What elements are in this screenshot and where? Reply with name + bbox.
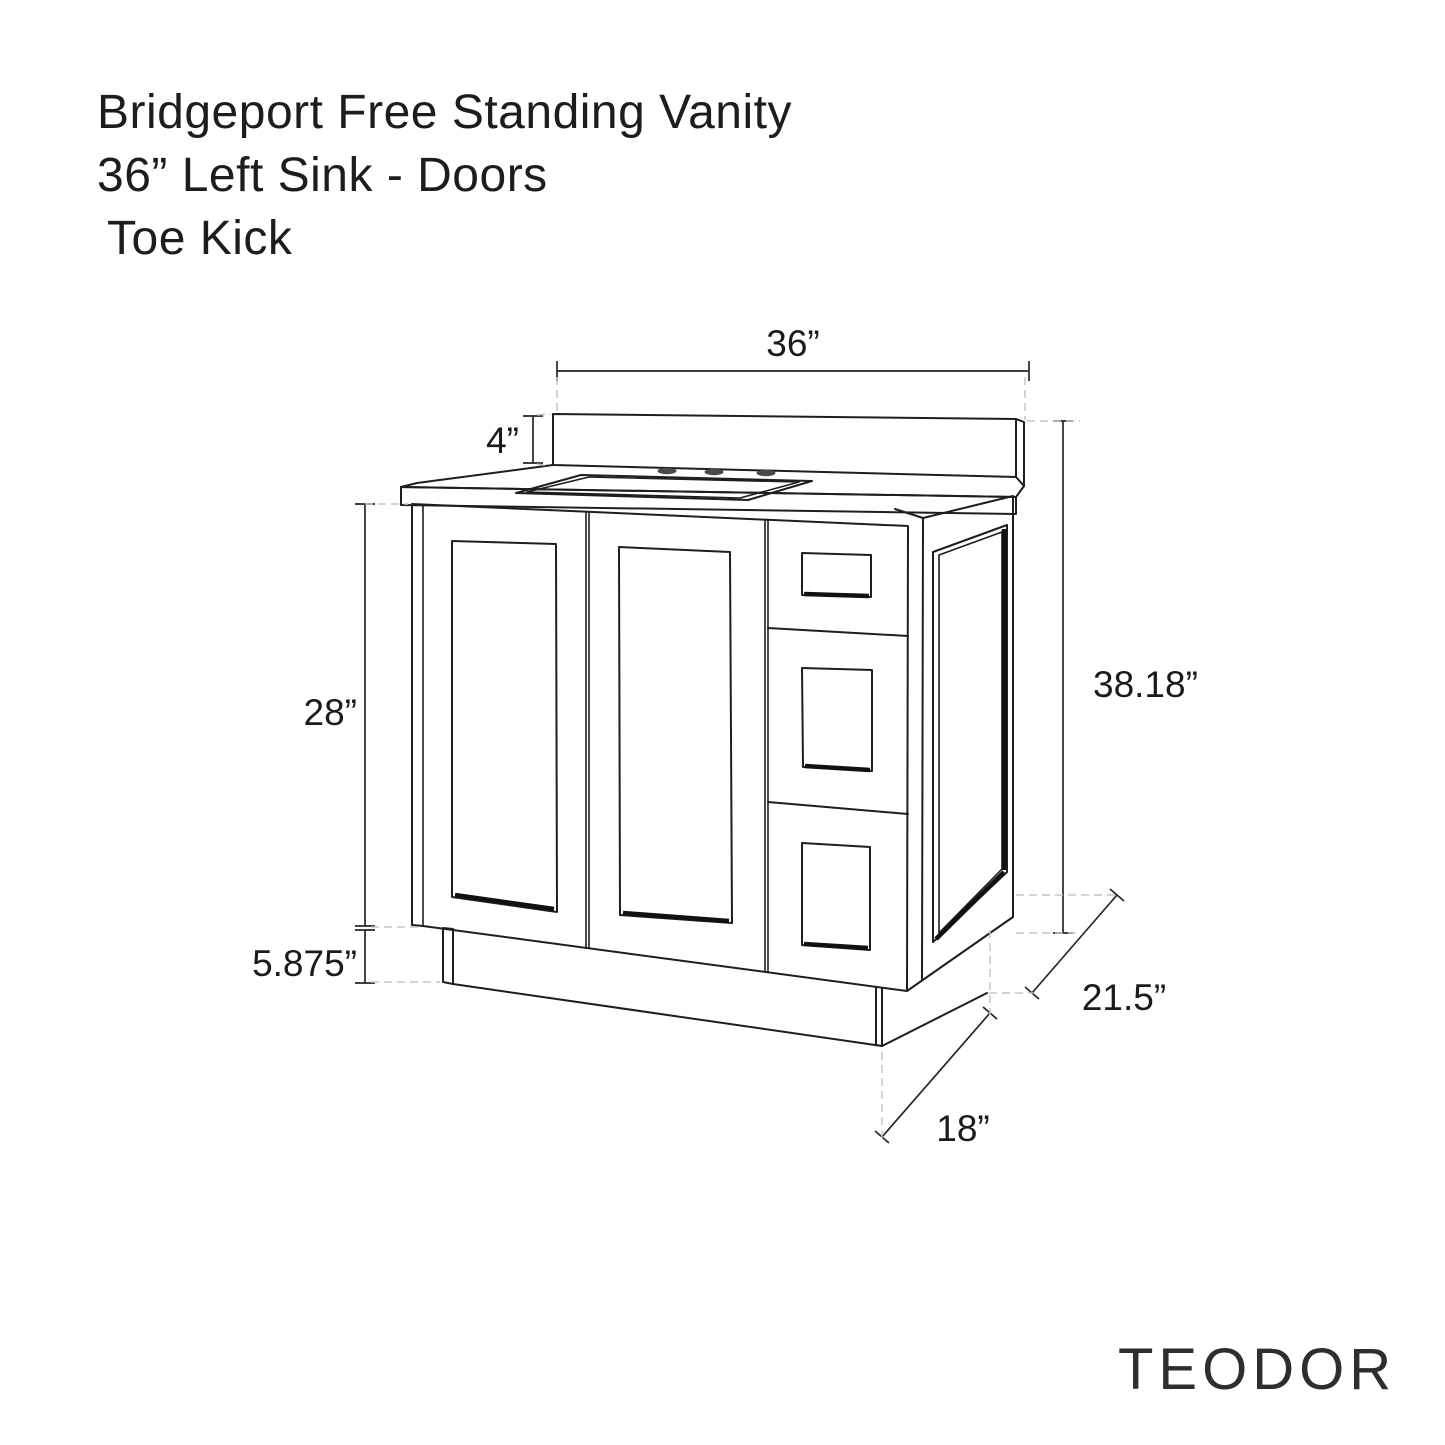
dim-ext-28: [365, 503, 420, 928]
side-panel: [894, 495, 1014, 992]
backsplash-right-cap: [1015, 418, 1025, 487]
faucet-hole-right: [756, 469, 776, 477]
door-right: [618, 546, 733, 924]
drawer-middle: [801, 667, 873, 773]
toe-kick: [442, 927, 988, 1047]
dim-label-18: 18”: [936, 1108, 989, 1149]
dim-label-5875: 5.875”: [252, 943, 357, 984]
dimension-depth: 21.5”: [989, 888, 1166, 1018]
dim-line-5875: [355, 929, 375, 984]
door-left-panel: [451, 540, 558, 913]
dimension-backsplash: 4”: [486, 413, 552, 467]
door-gap: [585, 512, 590, 948]
drawer-middle-panel-shadow: [804, 763, 871, 773]
side-panel-edges: [894, 495, 1014, 981]
dimension-total-height: 38.18”: [1016, 420, 1198, 934]
countertop: [400, 464, 1025, 515]
title-line-3: Toe Kick: [107, 212, 293, 265]
dim-line-28: [355, 503, 375, 927]
dim-ext-4: [536, 413, 552, 467]
cabinet-front: [411, 503, 909, 992]
dim-ext-3818: [1016, 420, 1080, 934]
drawer-bottom-panel-shadow: [803, 941, 869, 951]
title-line-2: 36” Left Sink - Doors: [97, 149, 548, 202]
faucet-hole-left: [657, 467, 677, 475]
drawer-gap-2: [767, 801, 909, 815]
drawer-middle-panel: [801, 667, 873, 772]
title-line-1: Bridgeport Free Standing Vanity: [97, 86, 792, 139]
dim-label-28: 28”: [304, 692, 357, 733]
dim-label-36: 36”: [766, 323, 819, 364]
dim-ext-36: [556, 377, 1026, 420]
dimension-toe-kick-height: 5.875”: [252, 929, 440, 984]
dim-label-215: 21.5”: [1082, 977, 1166, 1018]
toe-kick-right-cap: [875, 986, 883, 1047]
side-panel-bottom-edge: [906, 916, 1014, 992]
drawer-top-panel-shadow: [803, 591, 870, 599]
dim-line-3818: [1053, 420, 1073, 934]
side-panel-recess-inner: [938, 531, 1003, 934]
drawer-bottom-panel: [801, 842, 871, 951]
drawer-stack: [764, 519, 909, 972]
door-left-panel-shadow: [454, 892, 555, 912]
cabinet-front-outline: [411, 503, 909, 992]
door-left: [451, 540, 558, 913]
door-right-panel: [618, 546, 733, 924]
dim-line-4: [523, 415, 543, 464]
dim-ext-18: [881, 930, 991, 1139]
dim-line-36: [556, 361, 1030, 381]
countertop-front-edge: [400, 486, 1017, 515]
sink-inner-rim: [526, 476, 800, 499]
faucet-hole-center: [704, 468, 724, 476]
toe-kick-bottom-edge: [452, 983, 883, 1047]
diagram-title: Bridgeport Free Standing Vanity 36” Left…: [97, 86, 792, 265]
dimension-width: 36”: [556, 323, 1030, 420]
dimension-cabinet-height: 28”: [304, 503, 420, 928]
side-panel-shadow-bottom: [934, 870, 1006, 941]
backsplash-front-face: [552, 413, 1017, 478]
toe-kick-side-bottom-edge: [881, 992, 988, 1047]
door-right-panel-shadow: [622, 910, 730, 924]
dimension-toe-kick-depth: 18”: [874, 930, 998, 1149]
dim-label-4: 4”: [486, 420, 519, 461]
drawer-gap-1: [767, 627, 909, 637]
faucet-holes: [657, 467, 776, 477]
drawer-top-panel: [801, 552, 872, 598]
dim-ext-215: [989, 894, 1118, 994]
side-panel-recess: [932, 524, 1008, 943]
sink-cutout: [515, 474, 813, 501]
dim-label-3818: 38.18”: [1093, 664, 1198, 705]
sink-outer-rim: [515, 474, 813, 501]
drawer-column-divider: [764, 519, 769, 972]
drawer-bottom: [801, 842, 871, 951]
drawer-top: [801, 552, 872, 599]
teodor-logo: TEODOR: [1118, 1337, 1396, 1402]
toe-kick-left-cap: [442, 927, 454, 985]
